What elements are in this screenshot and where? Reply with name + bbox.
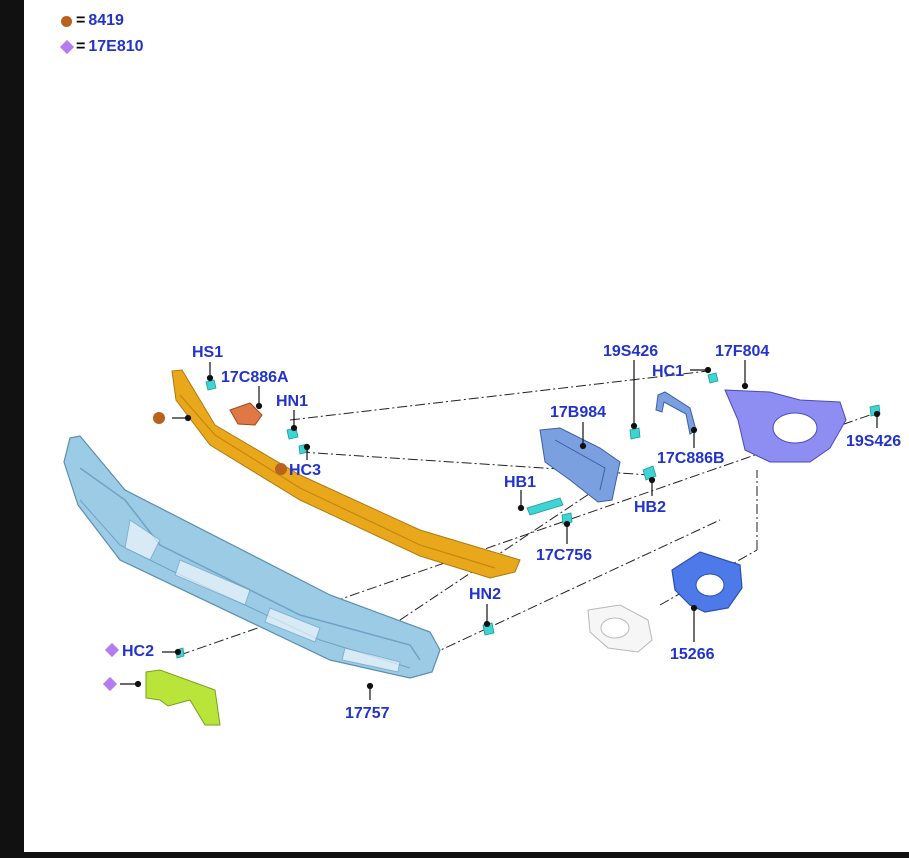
label-17b984: 17B984: [550, 404, 606, 421]
diamond-marker-icon: [104, 642, 120, 658]
leader-lines: [120, 360, 881, 700]
circle-marker-icon: [275, 463, 287, 475]
legend-item-8419: = 8419: [61, 12, 124, 30]
fastener-hs1: [205, 379, 217, 391]
legend-equals: =: [76, 38, 86, 55]
part-lower-trim: [145, 669, 221, 726]
legend-equals: =: [76, 12, 86, 29]
circle-marker-icon: [153, 412, 165, 424]
part-labels: HS1 17C886A HN1 HC3 19S426 17F804 HC1 17…: [122, 343, 901, 722]
diamond-marker-icon: [102, 676, 118, 692]
label-hs1: HS1: [192, 344, 223, 361]
part-17b984-bracket: [539, 427, 621, 503]
circle-marker-icon: [61, 15, 72, 27]
label-hb1: HB1: [504, 474, 536, 491]
label-hb2: HB2: [634, 499, 666, 516]
legend-label: 8419: [88, 12, 124, 29]
part-upper-trim: [171, 369, 521, 579]
part-15266-bracket: [671, 551, 743, 613]
label-15266: 15266: [670, 646, 715, 663]
bottom-edge-strip: [0, 852, 909, 858]
part-17f804-housing: [724, 389, 847, 463]
label-17757: 17757: [345, 705, 390, 722]
label-19s426-right: 19S426: [846, 433, 901, 450]
label-17f804: 17F804: [715, 343, 769, 360]
label-hn1: HN1: [276, 393, 308, 410]
fastener-hb1: [526, 497, 564, 516]
label-19s426-top: 19S426: [603, 343, 658, 360]
label-hc1: HC1: [652, 363, 684, 380]
label-hc2: HC2: [122, 643, 154, 660]
fastener-hb2: [642, 465, 657, 481]
legend-label: 17E810: [88, 38, 144, 55]
part-17c886b-bracket: [655, 391, 697, 435]
legend-item-17e810: = 17E810: [59, 38, 144, 56]
exploded-parts-diagram: HS1 17C886A HN1 HC3 19S426 17F804 HC1 17…: [63, 343, 901, 726]
label-17c886a: 17C886A: [221, 369, 289, 386]
diagram-canvas: = 8419 = 17E810: [24, 0, 901, 852]
fastener-hc1: [707, 372, 719, 384]
label-17c756: 17C756: [536, 547, 592, 564]
label-hc3: HC3: [289, 462, 321, 479]
right-edge-strip: [901, 0, 909, 858]
label-17c886b: 17C886B: [657, 450, 725, 467]
part-fog-bezel: [587, 604, 653, 653]
part-17c886a-clip: [229, 402, 263, 426]
part-17757-bumper: [63, 435, 441, 679]
label-hn2: HN2: [469, 586, 501, 603]
fastener-19s426-top: [629, 427, 641, 440]
fastener-17c756: [561, 512, 573, 525]
